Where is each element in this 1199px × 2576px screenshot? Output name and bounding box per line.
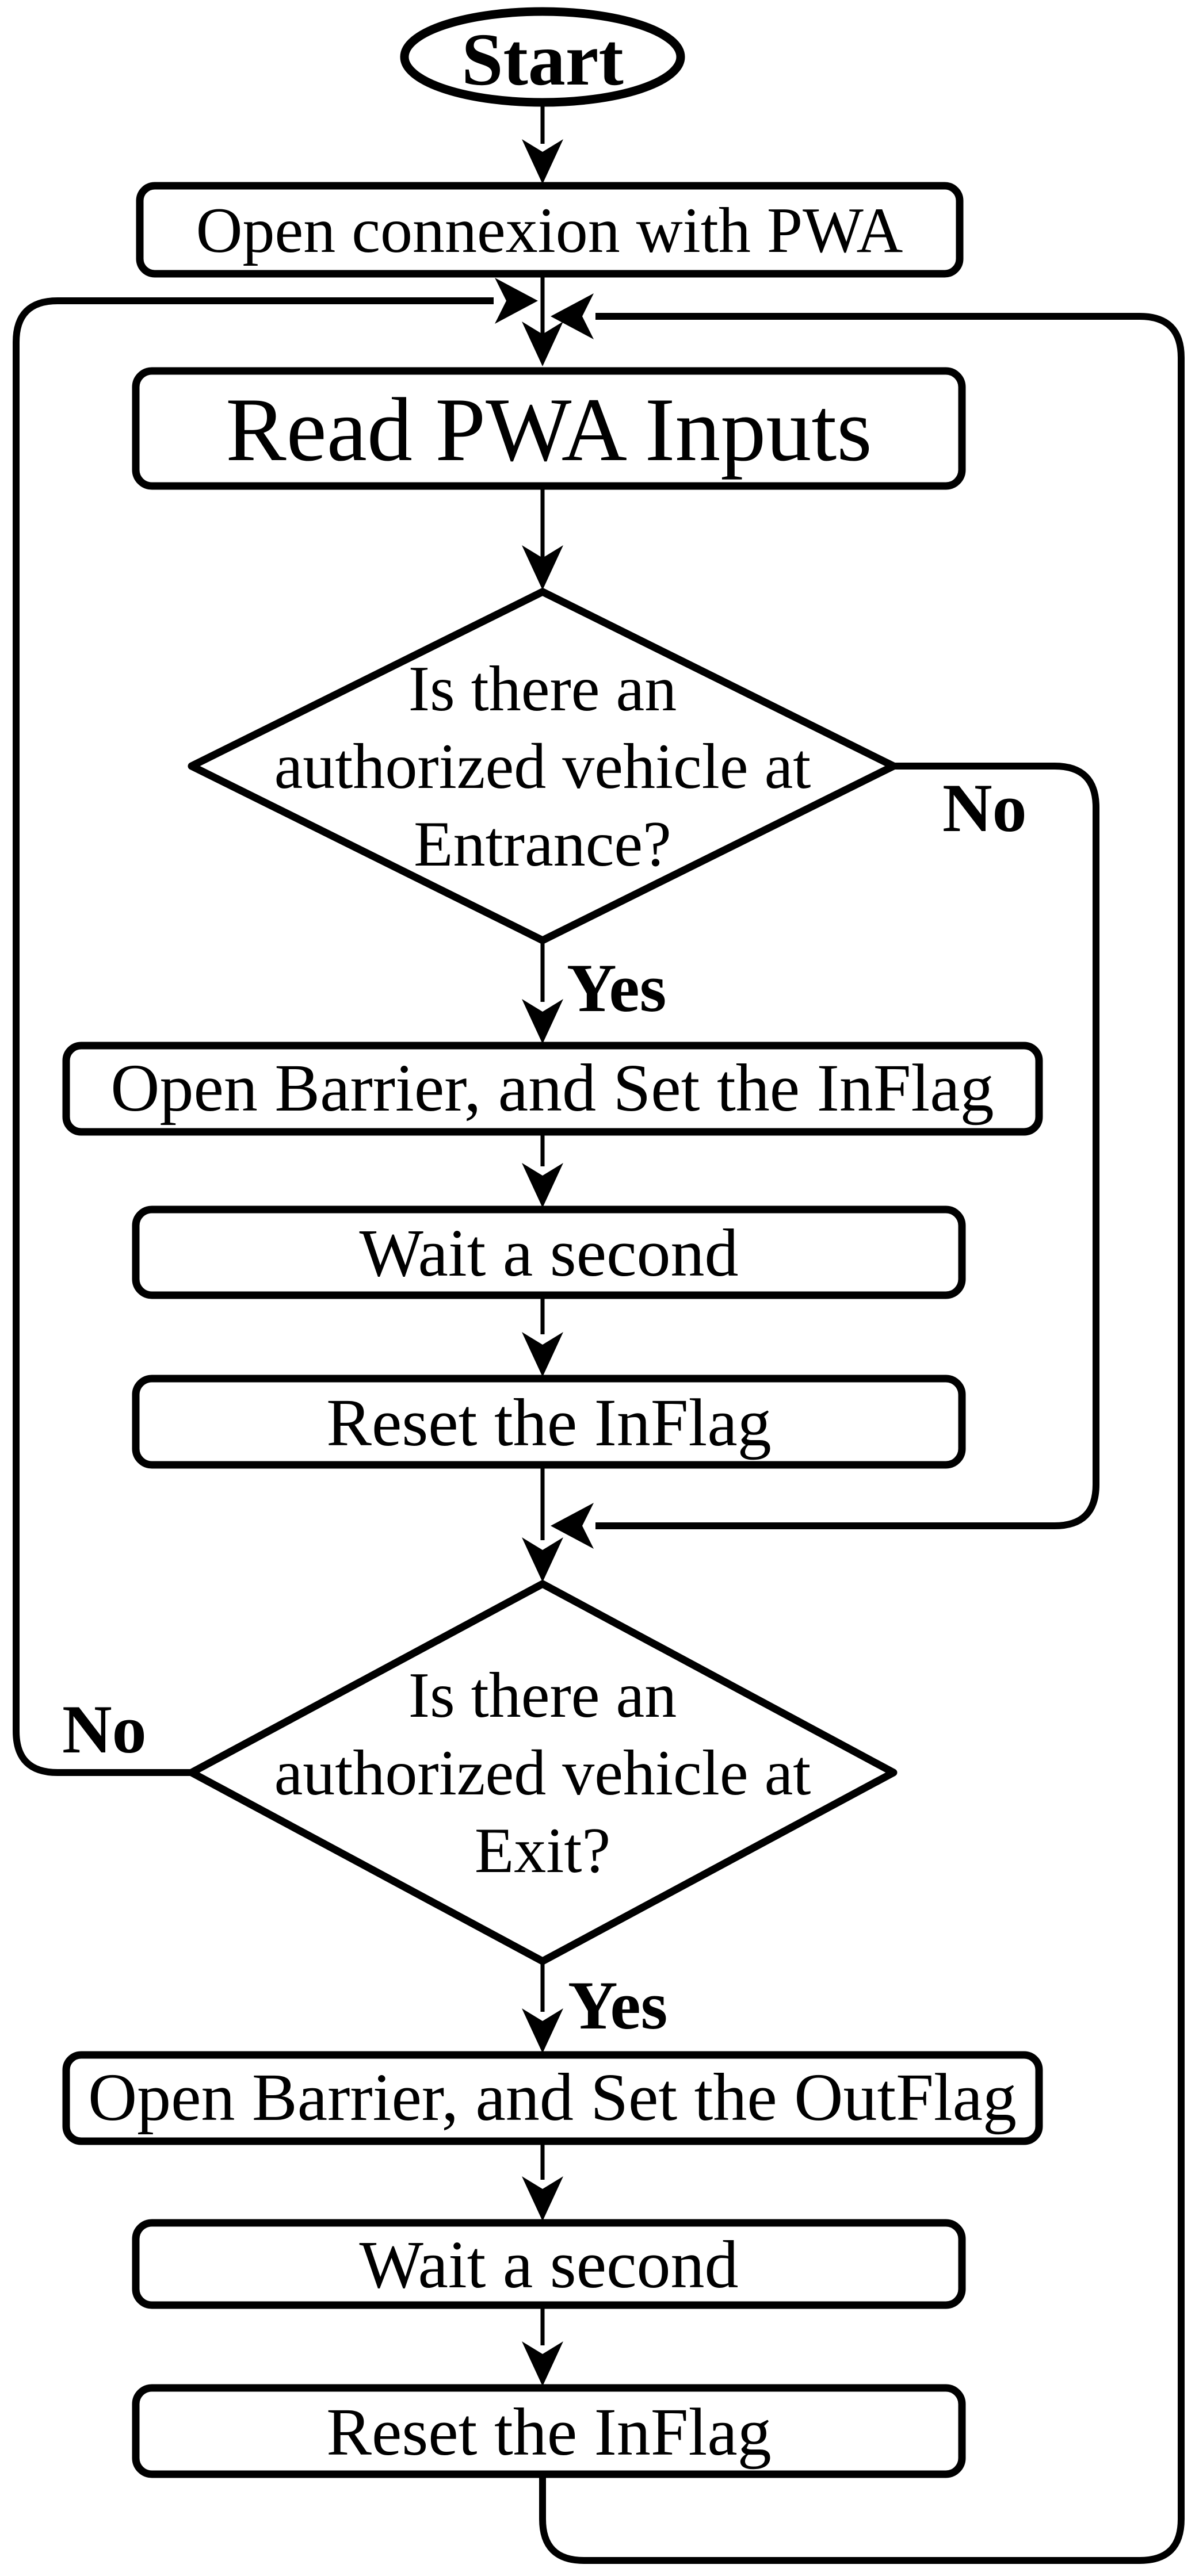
arrowhead-into-read-inputs [522, 321, 563, 366]
edge-exit-no-loop [13, 297, 494, 1776]
open-barrier-set-inflag-label: Open Barrier, and Set the InFlag [110, 1050, 994, 1126]
wait-a-second-2-box [132, 2219, 966, 2309]
arrowheads [495, 139, 594, 2386]
node-entrance-decision: Is there an authorized vehicle at Entran… [188, 588, 898, 944]
wait-a-second-1-box [132, 1205, 966, 1299]
read-pwa-inputs-box [132, 367, 966, 490]
arrowhead-into-exit-decision [522, 1537, 563, 1582]
start-terminator-shape [400, 7, 685, 107]
open-barrier-set-outflag-box [62, 2051, 1043, 2145]
node-open-connexion: Open connexion with PWA [136, 182, 964, 278]
exit-decision-line-1: Is there an [408, 1660, 677, 1731]
arrowhead-merge-from-exit-no [495, 278, 538, 324]
arrowhead-into-open-connexion [522, 139, 563, 184]
node-wait-a-second-1: Wait a second [132, 1205, 966, 1299]
wait-a-second-1-label: Wait a second [360, 1215, 739, 1291]
node-exit-decision: Is there an authorized vehicle at Exit? [188, 1580, 898, 1965]
reset-the-inflag-1-label: Reset the InFlag [326, 1385, 771, 1460]
label-exit-no: No [62, 1691, 147, 1767]
exit-decision-line-2: authorized vehicle at [274, 1737, 811, 1809]
node-start: Start [400, 7, 685, 107]
arrowhead-merge-from-main-return [551, 293, 594, 339]
open-barrier-set-inflag-box [62, 1042, 1043, 1136]
exit-decision-diamond [188, 1580, 898, 1965]
arrowhead-into-wait-2 [522, 2176, 563, 2221]
arrowhead-into-wait-1 [522, 1163, 563, 1208]
edges [13, 297, 1185, 2564]
arrowhead-into-entrance-decision [522, 545, 563, 590]
label-exit-yes: Yes [568, 1967, 667, 2043]
node-reset-the-inflag-2: Reset the InFlag [132, 2384, 966, 2478]
arrowhead-junction-from-entrance-no [551, 1503, 594, 1549]
node-wait-a-second-2: Wait a second [132, 2219, 966, 2309]
node-read-pwa-inputs: Read PWA Inputs [132, 367, 966, 490]
reset-the-inflag-2-label: Reset the InFlag [326, 2394, 771, 2470]
entrance-decision-diamond [188, 588, 898, 944]
arrowhead-into-open-barrier-inflag [522, 999, 563, 1044]
exit-decision-line-3: Exit? [475, 1815, 610, 1886]
entrance-decision-line-3: Entrance? [414, 809, 671, 880]
start-label: Start [461, 18, 624, 101]
node-open-barrier-set-inflag: Open Barrier, and Set the InFlag [62, 1042, 1043, 1136]
arrowhead-into-reset-1 [522, 1332, 563, 1377]
arrowhead-into-reset-2 [522, 2341, 563, 2386]
label-entrance-yes: Yes [567, 950, 666, 1026]
reset-the-inflag-1-box [132, 1375, 966, 1469]
arrowhead-into-open-barrier-outflag [522, 2008, 563, 2053]
reset-the-inflag-2-box [132, 2384, 966, 2478]
open-connexion-box [136, 182, 964, 278]
node-reset-the-inflag-1: Reset the InFlag [132, 1375, 966, 1469]
open-connexion-label: Open connexion with PWA [196, 195, 903, 266]
wait-a-second-2-label: Wait a second [360, 2227, 739, 2302]
entrance-decision-line-2: authorized vehicle at [274, 731, 811, 802]
edge-main-return-loop [539, 313, 1185, 2564]
node-open-barrier-set-outflag: Open Barrier, and Set the OutFlag [62, 2051, 1043, 2145]
label-entrance-no: No [942, 770, 1027, 846]
entrance-decision-line-1: Is there an [408, 653, 677, 725]
edge-entrance-no-loop [595, 763, 1099, 1529]
read-pwa-inputs-label: Read PWA Inputs [226, 380, 872, 480]
open-barrier-set-outflag-label: Open Barrier, and Set the OutFlag [88, 2060, 1017, 2135]
